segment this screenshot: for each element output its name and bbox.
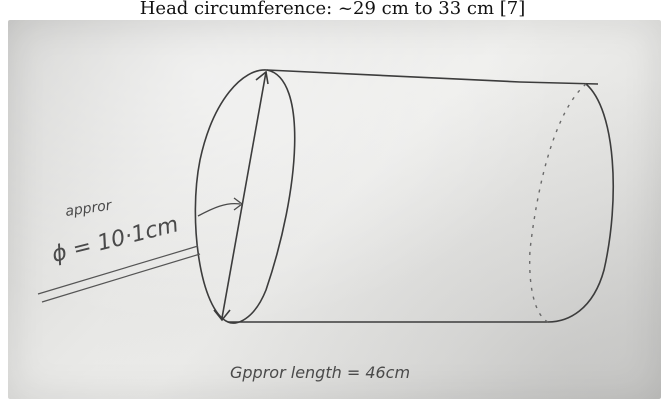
sketch-photo: appror ϕ = 10·1cm Gppror length = 46cm bbox=[8, 20, 661, 399]
diameter-arrowhead-top bbox=[255, 70, 269, 85]
figure-caption: Head circumference: ~29 cm to 33 cm [7] bbox=[0, 0, 665, 22]
label-pointer-arrowhead bbox=[233, 197, 244, 211]
diameter-arrowhead-bottom bbox=[213, 309, 231, 322]
diameter-line bbox=[221, 71, 267, 319]
label-underline-1 bbox=[37, 245, 199, 295]
back-ellipse-hidden bbox=[528, 83, 587, 323]
label-pointer bbox=[197, 202, 241, 217]
length-label: Gppror length = 46cm bbox=[230, 363, 410, 382]
approx-label: appror bbox=[64, 197, 113, 219]
back-ellipse-right bbox=[547, 83, 615, 323]
front-ellipse bbox=[194, 69, 296, 324]
cylinder-sketch: appror ϕ = 10·1cm Gppror length = 46cm bbox=[37, 69, 615, 382]
cylinder-top-edge bbox=[266, 69, 599, 85]
diameter-label: ϕ = 10·1cm bbox=[49, 212, 181, 268]
caption-text: Head circumference: ~29 cm to 33 cm [7] bbox=[139, 0, 526, 19]
label-underline-2 bbox=[41, 253, 201, 303]
